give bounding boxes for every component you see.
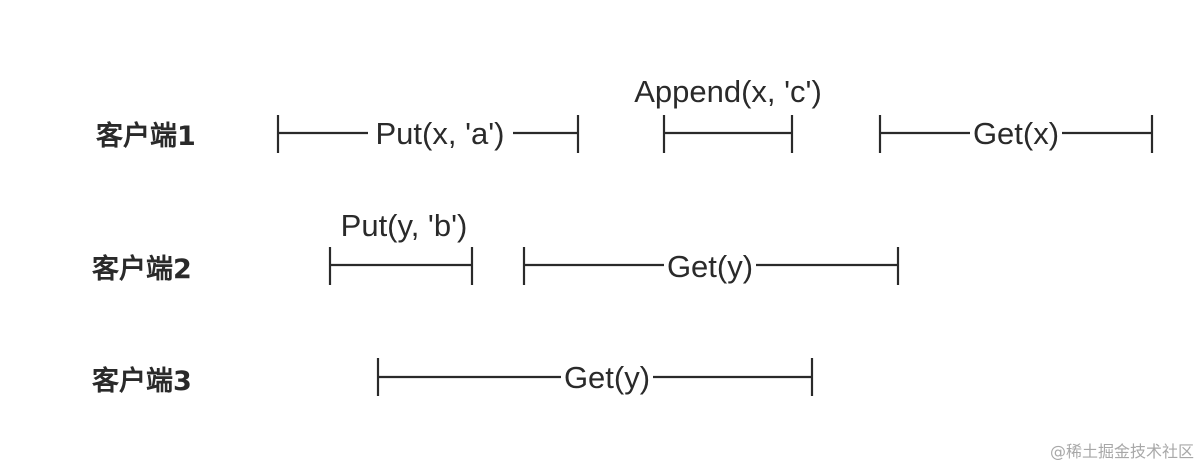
operation-interval: Get(y) xyxy=(376,358,814,396)
operation-label: Put(y, 'b') xyxy=(341,208,468,243)
operation-interval: Get(y) xyxy=(522,247,900,285)
operation-interval: Get(x) xyxy=(878,115,1154,153)
operation-interval: Put(x, 'a') xyxy=(276,115,580,153)
watermark: @稀土掘金技术社区 xyxy=(1049,442,1194,461)
client-row-1: 客户端1 Put(x, 'a') Append(x, 'c') Get(x) xyxy=(96,74,1154,153)
client-label-2: 客户端2 xyxy=(92,253,192,285)
operation-label: Append(x, 'c') xyxy=(634,74,822,109)
operation-label: Get(y) xyxy=(667,249,753,284)
client-label-3: 客户端3 xyxy=(92,365,192,397)
client-row-2: 客户端2 Put(y, 'b') Get(y) xyxy=(92,208,900,285)
client-row-3: 客户端3 Get(y) xyxy=(92,358,814,397)
client-label-1: 客户端1 xyxy=(96,120,196,152)
operation-label: Get(y) xyxy=(564,360,650,395)
operation-label: Get(x) xyxy=(973,116,1059,151)
operation-interval: Put(y, 'b') xyxy=(328,208,474,285)
operation-label: Put(x, 'a') xyxy=(376,116,505,151)
operation-interval: Append(x, 'c') xyxy=(634,74,822,153)
